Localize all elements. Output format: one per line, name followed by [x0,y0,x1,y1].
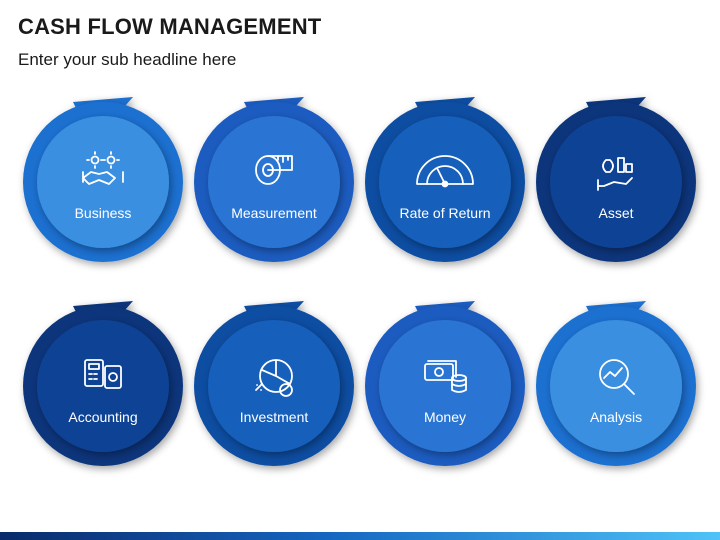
item-label: Analysis [590,409,642,425]
hand-money-bag-icon [597,157,633,191]
item-label: Business [75,205,132,221]
item-accounting: Accounting [23,301,183,466]
item-label: Investment [240,409,309,425]
bottom-accent-bar [0,532,720,540]
item-label: Accounting [68,409,137,425]
page-title: CASH FLOW MANAGEMENT [18,14,322,39]
item-business: Business [23,97,183,262]
inner-circle [208,320,340,452]
item-label: Money [424,409,466,425]
inner-circle [550,320,682,452]
item-money: Money [365,301,525,466]
calculator-invoice-icon [84,359,122,389]
gauge-icon [416,155,474,188]
item-investment: Investment [194,301,354,466]
inner-circle [379,320,511,452]
magnifier-chart-icon [599,359,635,395]
page-subtitle: Enter your sub headline here [18,50,237,69]
pie-chart-percent-icon [255,359,293,397]
cash-coins-icon [424,360,467,393]
handshake-gear-icon [82,151,124,185]
item-asset: Asset [536,97,696,262]
item-label: Measurement [231,205,317,221]
item-analysis: Analysis [536,301,696,466]
item-label: Asset [598,205,633,221]
item-measurement: Measurement [194,97,354,262]
item-label: Rate of Return [399,205,490,221]
item-rate-of-return: Rate of Return [365,97,525,262]
measuring-tape-icon [255,155,293,185]
